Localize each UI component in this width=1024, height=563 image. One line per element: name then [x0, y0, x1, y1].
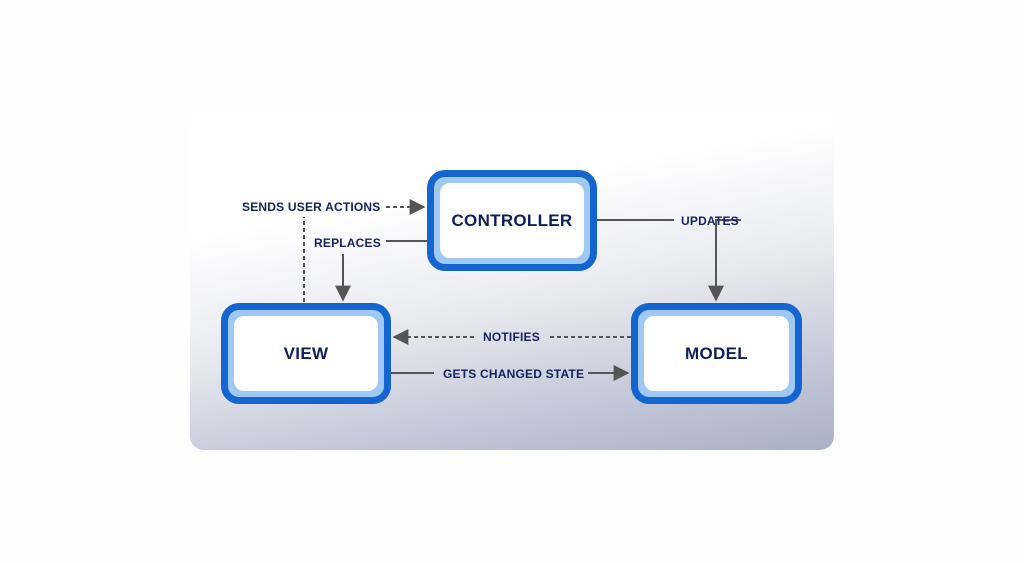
edge-label-sends-user-actions: SENDS USER ACTIONS: [242, 200, 381, 214]
view-label: VIEW: [283, 343, 329, 363]
model-node: MODEL: [631, 303, 802, 404]
view-node: VIEW: [221, 303, 391, 404]
edge-label-gets-changed-state: GETS CHANGED STATE: [443, 367, 584, 381]
model-node-inner: MODEL: [644, 316, 789, 391]
controller-node: CONTROLLER: [427, 170, 597, 271]
edge-label-replaces: REPLACES: [314, 236, 381, 250]
edge-updates-right: [708, 219, 741, 302]
model-label: MODEL: [685, 343, 748, 363]
edge-label-updates: UPDATES: [681, 214, 739, 228]
edge-label-notifies: NOTIFIES: [483, 330, 540, 344]
view-node-inner: VIEW: [234, 316, 378, 391]
controller-label: CONTROLLER: [451, 210, 573, 230]
controller-node-inner: CONTROLLER: [440, 183, 584, 258]
